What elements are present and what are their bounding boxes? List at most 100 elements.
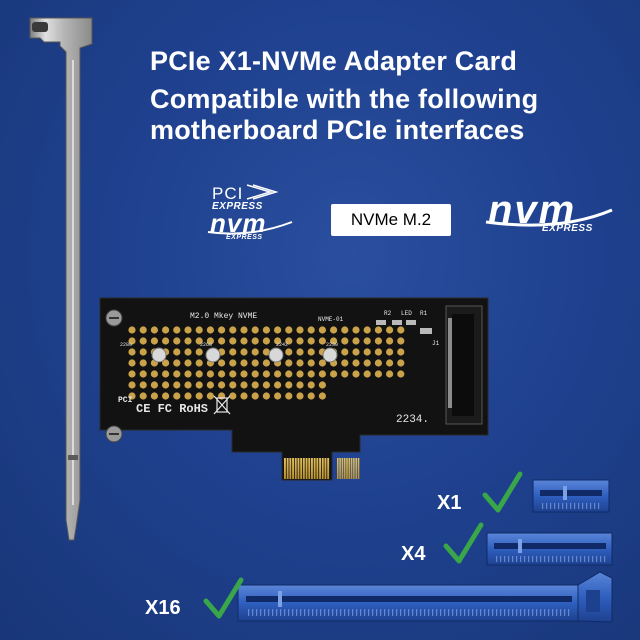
slot-pin xyxy=(586,503,588,509)
solder-pad xyxy=(162,326,170,334)
solder-pad xyxy=(184,326,192,334)
solder-pad xyxy=(229,326,237,334)
slot-pin xyxy=(288,609,290,616)
slot-pin xyxy=(452,609,454,616)
solder-pad xyxy=(206,381,214,389)
pcb-size-2280: 2280 xyxy=(120,342,132,348)
slot-pin xyxy=(560,609,562,616)
slot-pin xyxy=(580,556,582,562)
solder-pad xyxy=(184,337,192,345)
solder-pad xyxy=(206,337,214,345)
solder-pad xyxy=(218,326,226,334)
slot-pin xyxy=(548,609,550,616)
slot-pin xyxy=(504,609,506,616)
slot-pin xyxy=(400,609,402,616)
slot-pin xyxy=(536,556,538,562)
gold-finger xyxy=(327,458,330,479)
adapter-pcb: M2.0 Mkey NVME NVME-01 R2 LED R1 J1 2234… xyxy=(99,297,489,481)
solder-pad xyxy=(318,359,326,367)
solder-pad xyxy=(352,370,360,378)
nvm-logo-large: nvm xyxy=(488,188,577,232)
solder-pad xyxy=(318,381,326,389)
slot-pin xyxy=(300,609,302,616)
slot-pin xyxy=(564,609,566,616)
slot-pin xyxy=(456,609,458,616)
slot-pin xyxy=(484,609,486,616)
solder-pad xyxy=(128,348,136,356)
slot-pin xyxy=(574,503,576,509)
solder-pad xyxy=(296,337,304,345)
slot-pin xyxy=(264,609,266,616)
gold-finger xyxy=(316,458,319,479)
slot-pin xyxy=(572,556,574,562)
slot-pin xyxy=(432,609,434,616)
slot-pin xyxy=(248,609,250,616)
slot-pin xyxy=(528,556,530,562)
solder-pad xyxy=(184,359,192,367)
solder-pad xyxy=(251,381,259,389)
solder-pad xyxy=(330,370,338,378)
solder-pad xyxy=(374,326,382,334)
solder-pad xyxy=(195,359,203,367)
solder-pad xyxy=(162,359,170,367)
solder-pad xyxy=(240,326,248,334)
slot-pin xyxy=(444,609,446,616)
slot-pin xyxy=(524,609,526,616)
slot-pin xyxy=(296,609,298,616)
slot-pin xyxy=(550,503,552,509)
gold-finger xyxy=(305,458,308,479)
solder-pad xyxy=(162,337,170,345)
solder-pad xyxy=(307,381,315,389)
solder-pad xyxy=(251,337,259,345)
solder-pad xyxy=(397,348,405,356)
slot-pin xyxy=(464,609,466,616)
slot-pin xyxy=(600,556,602,562)
solder-pad xyxy=(173,381,181,389)
solder-pad xyxy=(274,370,282,378)
solder-pad xyxy=(184,381,192,389)
gold-finger xyxy=(300,458,303,479)
solder-pad xyxy=(139,348,147,356)
x4-slot xyxy=(486,532,613,566)
solder-pad xyxy=(374,348,382,356)
solder-pad xyxy=(195,337,203,345)
slot-label-x1: X1 xyxy=(437,492,462,514)
pcb-size-2242: 2242 xyxy=(276,342,288,348)
slot-pin xyxy=(592,556,594,562)
slot-pin xyxy=(536,609,538,616)
slot-pin xyxy=(404,609,406,616)
solder-pad xyxy=(150,392,158,400)
slot-pin xyxy=(388,609,390,616)
solder-pad xyxy=(184,348,192,356)
slot-pin xyxy=(552,556,554,562)
solder-pad xyxy=(386,348,394,356)
slot-pin xyxy=(544,609,546,616)
slot-pin xyxy=(488,609,490,616)
slot-pin xyxy=(292,609,294,616)
nvm-large-swoosh-icon xyxy=(485,208,613,227)
gold-finger xyxy=(284,458,286,479)
solder-pad xyxy=(240,370,248,378)
solder-pad xyxy=(296,326,304,334)
solder-pad xyxy=(296,392,304,400)
nvme-m2-badge: NVMe M.2 xyxy=(331,204,451,236)
slot-pin xyxy=(508,556,510,562)
slot-label-x4: X4 xyxy=(401,543,426,565)
pcb-r2: R2 xyxy=(384,310,392,317)
solder-pad xyxy=(184,392,192,400)
nvm-express-logo-small: EXPRESS xyxy=(226,234,263,241)
solder-pad xyxy=(150,370,158,378)
nvm-express-logo-large: EXPRESS xyxy=(542,223,593,234)
solder-pad xyxy=(262,392,270,400)
solder-pad xyxy=(251,370,259,378)
solder-pad xyxy=(240,392,248,400)
gold-finger xyxy=(321,458,324,479)
x1-check-icon xyxy=(482,471,523,513)
solder-pad xyxy=(150,326,158,334)
pci-express-arrow-icon xyxy=(246,184,279,200)
pcb-r1: R1 xyxy=(420,310,428,317)
slot-pin xyxy=(448,609,450,616)
slot-pin xyxy=(440,609,442,616)
pci-logo-text: PCI xyxy=(212,184,244,203)
slot-pin xyxy=(596,556,598,562)
